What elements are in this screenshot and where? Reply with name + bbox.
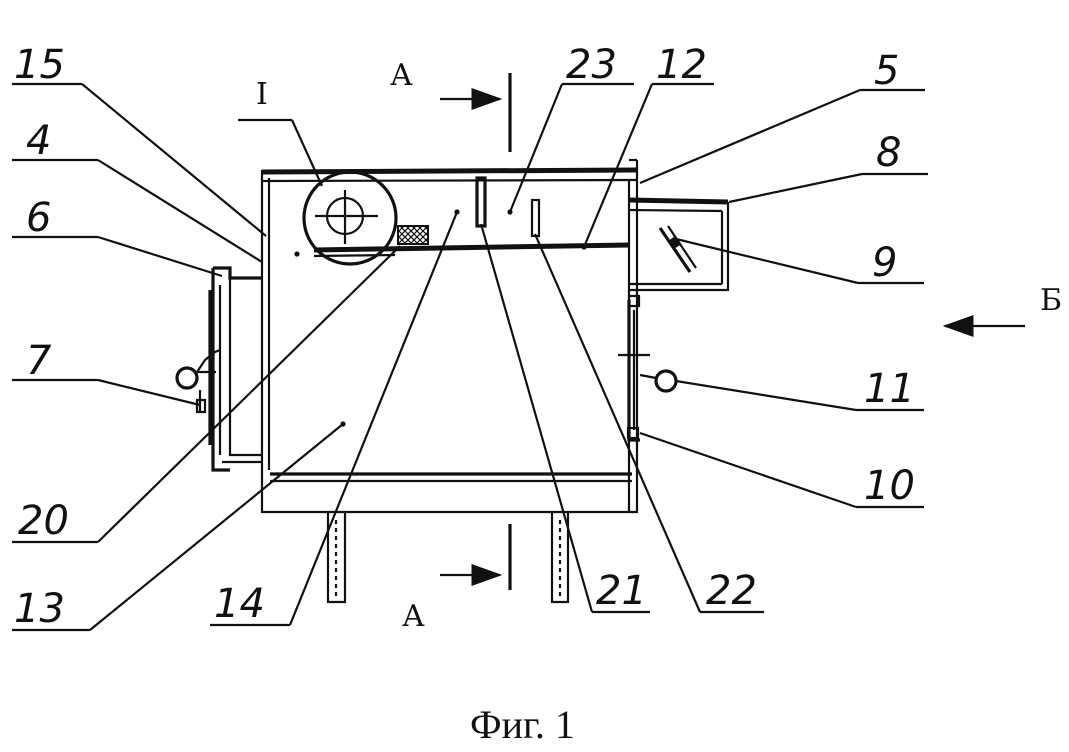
label-7: 7: [26, 338, 52, 384]
label-8: 8: [876, 130, 901, 176]
partitions: [475, 176, 541, 238]
furnace-body: [260, 158, 639, 514]
right-door: [618, 294, 678, 442]
figure-caption: Фиг. 1: [470, 702, 575, 747]
part-dots: [294, 209, 587, 427]
label-12: 12: [656, 42, 707, 88]
label-21: 21: [596, 568, 647, 614]
label-11: 11: [864, 366, 915, 412]
hatched-insert: [397, 225, 429, 245]
label-13: 13: [14, 586, 65, 632]
label-section-a-bottom: А: [402, 599, 425, 634]
legs: [326, 512, 570, 604]
section-line-a: [440, 73, 512, 590]
leader-lines: [12, 82, 928, 632]
label-5: 5: [874, 48, 899, 94]
label-15: 15: [14, 42, 65, 88]
label-14: 14: [214, 581, 265, 627]
flue-outlet: [628, 197, 730, 292]
label-I: I: [256, 77, 268, 112]
label-10: 10: [864, 463, 915, 509]
left-door: [175, 266, 262, 472]
burner-assembly: [302, 170, 398, 266]
label-4: 4: [26, 118, 51, 164]
label-20: 20: [18, 498, 69, 544]
part-labels: 15 4 6 7 20 13 I А 23 12 5 8 9 Б 11 10 1…: [14, 42, 1062, 634]
label-23: 23: [566, 42, 617, 88]
label-6: 6: [26, 195, 51, 241]
label-section-a-top: А: [390, 58, 413, 93]
label-9: 9: [872, 240, 897, 286]
internal-shelf: [313, 242, 631, 258]
label-22: 22: [706, 568, 757, 614]
label-view-b: Б: [1040, 283, 1062, 318]
